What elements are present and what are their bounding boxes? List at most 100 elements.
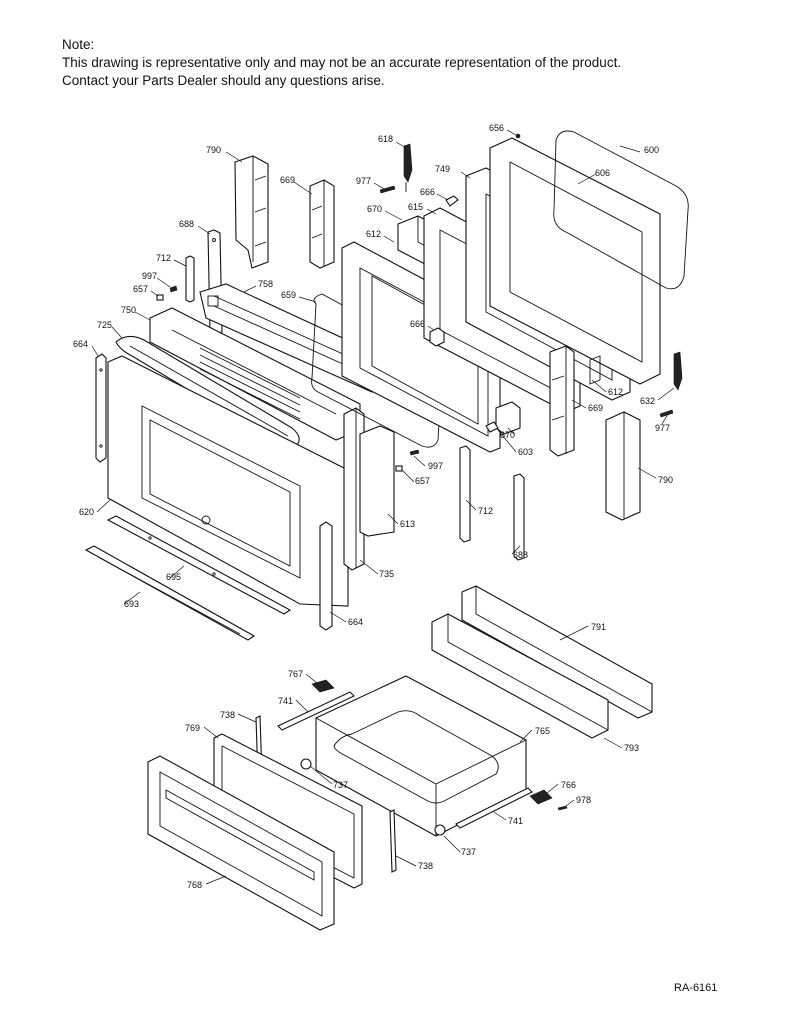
part-738-bracket-right [389,809,397,873]
part-600-door-gasket [553,130,689,290]
part-669-insulation-right [549,345,575,457]
label-997-lower: 997 [428,461,443,471]
part-767-roller [311,679,335,693]
label-669: 669 [280,175,295,185]
label-725: 725 [97,320,112,330]
part-790-insulation-right [605,411,641,521]
label-612-lower: 612 [608,387,623,397]
label-670: 670 [367,204,382,214]
part-693-bottom-bracket [84,545,256,641]
label-657: 657 [133,284,148,294]
part-695-bottom-trim [106,515,292,615]
part-790-insulation-left [234,155,269,269]
label-741-lower: 741 [508,816,523,826]
part-657-clip-left [156,294,164,301]
label-749: 749 [435,164,450,174]
label-693: 693 [124,599,139,609]
label-670-lower: 670 [500,430,515,440]
part-603-bracket [485,421,499,433]
label-632: 632 [640,396,655,406]
label-603: 603 [518,447,533,457]
label-758: 758 [258,279,273,289]
label-656: 656 [489,123,504,133]
part-768-drawer-front [147,755,335,931]
part-741-slide-upper [277,691,355,731]
note-line-2: Contact your Parts Dealer should any que… [62,73,385,88]
label-997: 997 [142,271,157,281]
part-688-channel-right [513,473,525,561]
part-659-gasket [311,293,443,448]
part-664-side-trim-lower [319,521,333,631]
part-737-wheel-left [300,758,312,770]
label-768: 768 [187,880,202,890]
label-712: 712 [156,253,171,263]
part-737-wheel-right [434,824,446,836]
label-767: 767 [288,669,303,679]
part-712-tube-right [459,445,471,543]
part-997-screw-left [169,285,178,293]
label-664: 664 [73,339,88,349]
part-725-door-handle [115,335,300,449]
label-666-center: 666 [410,319,425,329]
label-612: 612 [366,229,381,239]
label-657-lower: 657 [415,476,430,486]
label-737: 737 [333,780,348,790]
part-666-bracket-center [429,327,445,347]
label-615: 615 [408,202,423,212]
part-741-slide-lower [455,787,533,829]
label-659: 659 [281,290,296,300]
part-791-rear-insulation [461,585,653,719]
leader-lines [91,129,675,885]
part-606-window-pack [489,137,661,385]
part-977-screw-right [659,409,674,418]
label-613: 613 [400,519,415,529]
label-688-right: 688 [513,550,528,560]
label-978: 978 [576,795,591,805]
part-612-frame-lower [589,355,601,385]
part-669-insulation-top [309,179,335,269]
part-978-screw [557,805,568,811]
part-664-side-trim-left [95,353,107,463]
label-600: 600 [644,145,659,155]
label-737-lower: 737 [461,847,476,857]
part-793-front-insulation [431,613,609,739]
label-741: 741 [278,696,293,706]
part-620-outer-door-glass [107,355,349,607]
part-666-clip-upper [445,195,459,207]
part-997-screw-lower [409,449,420,456]
part-labels: 790 669 618 656 600 977 749 606 666 670 … [73,123,673,890]
label-738: 738 [220,710,235,720]
label-735: 735 [379,569,394,579]
disclaimer-note: Note: This drawing is representative onl… [62,36,621,90]
label-791: 791 [591,622,606,632]
part-657-clip-lower [395,465,403,472]
label-790-right: 790 [658,475,673,485]
note-heading: Note: [62,37,95,52]
label-669-right: 669 [588,403,603,413]
label-765: 765 [535,726,550,736]
label-618: 618 [378,134,393,144]
part-735-side-trim-right [343,407,365,571]
label-790: 790 [206,145,221,155]
label-620: 620 [79,507,94,517]
part-618-hinge-upper [403,143,413,192]
label-977-right: 977 [655,423,670,433]
label-793: 793 [624,743,639,753]
label-766: 766 [561,780,576,790]
label-738-lower: 738 [418,861,433,871]
note-line-1: This drawing is representative only and … [62,55,622,70]
label-664-lower: 664 [348,617,363,627]
label-695: 695 [166,572,181,582]
drawing-reference-id: RA-6161 [674,982,718,994]
label-666: 666 [420,187,435,197]
part-656-screw [515,133,521,139]
label-712-right: 712 [478,506,493,516]
label-769: 769 [185,723,200,733]
part-613-inner-glass [359,425,395,537]
label-606: 606 [595,168,610,178]
part-632-hinge-right [673,351,683,391]
part-765-drawer-body [315,675,527,837]
part-977-screw-upper [379,185,396,194]
label-688: 688 [179,219,194,229]
